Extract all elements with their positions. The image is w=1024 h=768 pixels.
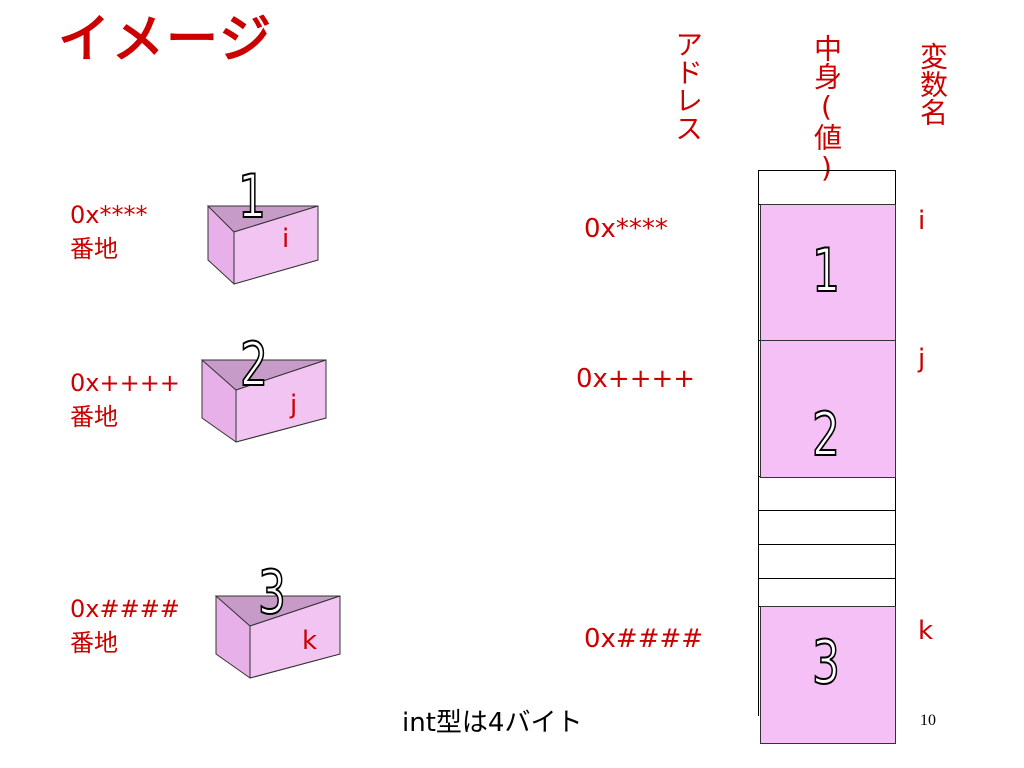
box-j-var: j [290,390,298,420]
memory-value-k: 3 [811,628,841,698]
memory-value-j: 2 [811,400,841,470]
box-k-var: k [302,626,318,656]
left-address-i: 0x**** 番地 [70,198,147,266]
box-i-var: i [282,224,290,254]
left-address-k-suffix: 番地 [70,629,118,657]
memory-address-k: 0x#### [584,624,704,654]
header-content: 中身(値) [810,34,843,184]
box-i-value: 1 [237,162,267,232]
memory-cell [759,578,895,579]
memory-address-j: 0x++++ [576,364,696,394]
left-address-k: 0x#### 番地 [70,592,180,660]
memory-value-i: 1 [811,236,841,306]
left-address-j-value: 0x++++ [70,369,180,397]
memory-address-i: 0x**** [584,214,668,244]
left-address-j: 0x++++ 番地 [70,366,180,434]
left-address-i-suffix: 番地 [70,235,118,263]
var-name-j: j [918,344,926,374]
box-j-value: 2 [239,330,269,400]
memory-block-i [760,204,896,342]
header-address: アドレス [671,30,704,142]
box-j [200,359,327,443]
memory-cell [759,544,895,545]
box-k [214,595,341,679]
footnote: int型は4バイト [402,708,583,738]
page-number: 10 [920,712,936,729]
var-name-i: i [918,206,926,236]
memory-block-k [760,606,896,744]
box-i [206,205,319,285]
memory-cell [759,510,895,511]
box-k-value: 3 [257,558,287,628]
header-varname: 変数名 [916,42,949,126]
page-title: イメージ [58,10,273,70]
left-address-i-value: 0x**** [70,201,148,229]
var-name-k: k [918,616,934,646]
memory-block-j [760,340,896,478]
left-address-j-suffix: 番地 [70,403,118,431]
memory-cell [759,170,895,171]
left-address-k-value: 0x#### [70,595,180,623]
